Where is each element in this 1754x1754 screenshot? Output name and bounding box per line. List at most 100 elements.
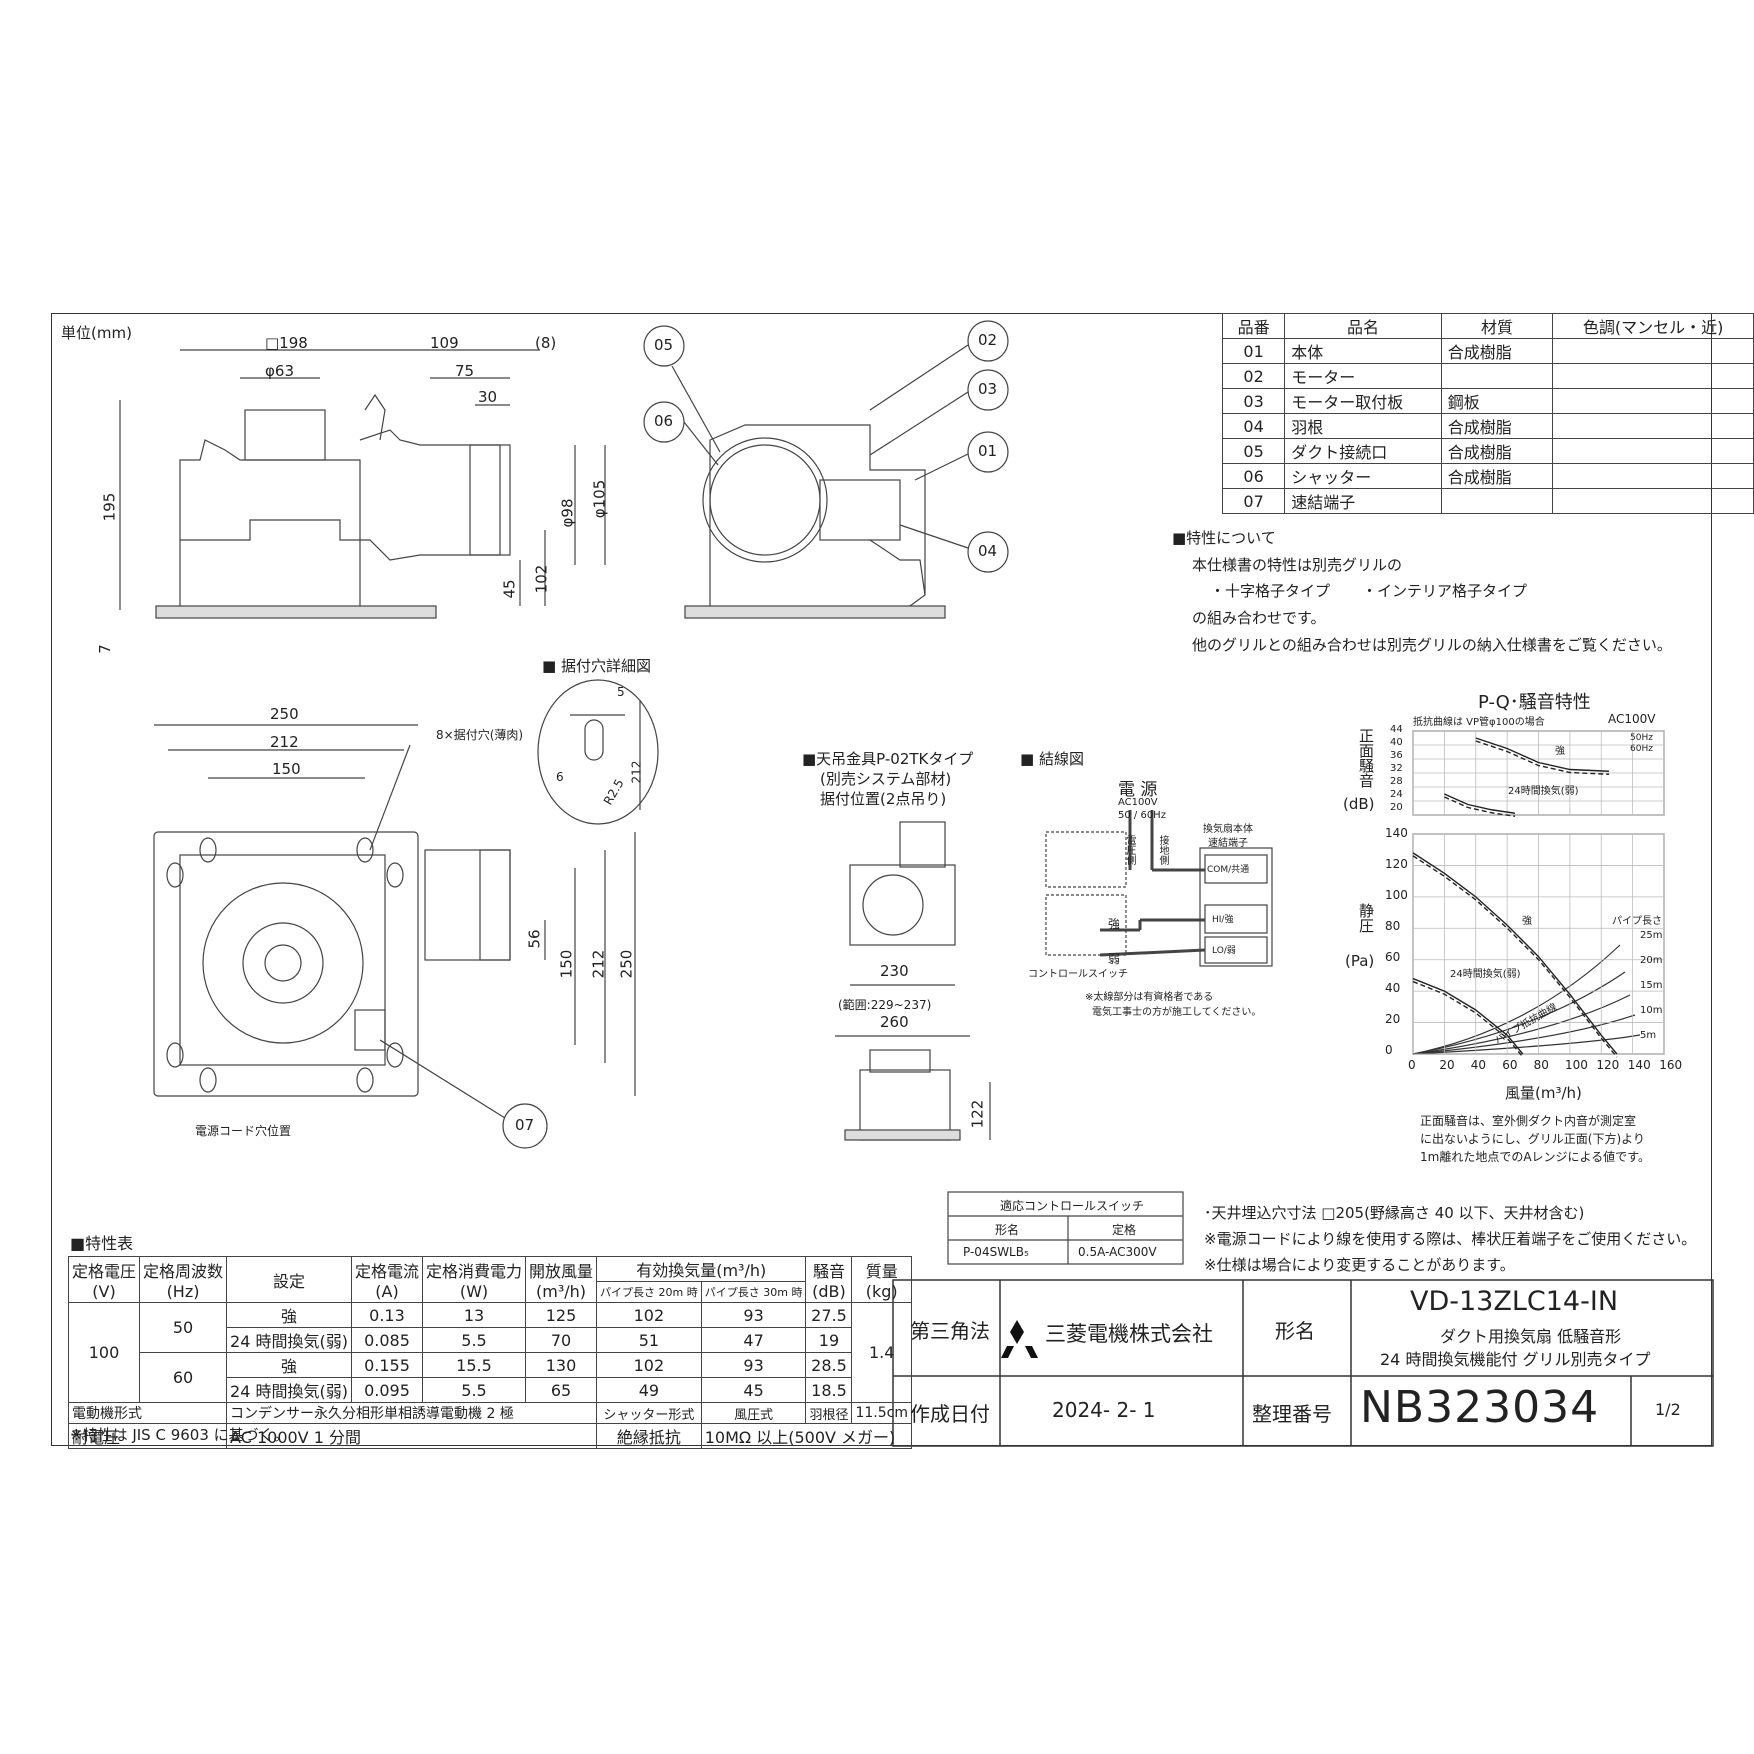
- notes-l2b: ・インテリア格子タイプ: [1362, 582, 1528, 600]
- dim-102: 102: [532, 564, 551, 594]
- tb-company: 三菱電機株式会社: [1045, 1322, 1213, 1346]
- sp-tick: 0: [1385, 1043, 1393, 1057]
- spec-voltage: 100: [67, 1302, 141, 1403]
- spec-cell: 24 時間換気(弱): [226, 1377, 352, 1403]
- tb-date-label: 作成日付: [910, 1402, 990, 1426]
- x-tick: 100: [1565, 1058, 1588, 1072]
- notes-l1: 本仕様書の特性は別売グリルの: [1192, 556, 1403, 574]
- noise-tick: 28: [1390, 776, 1403, 787]
- switch-model: P-04SWLB₅: [963, 1245, 1029, 1259]
- spec-cell: 19: [805, 1327, 853, 1353]
- pq-noise-strong: 強: [1555, 746, 1565, 757]
- plan-dim-56: 56: [525, 929, 544, 949]
- dim-198: □198: [265, 334, 308, 352]
- noise-tick: 40: [1390, 737, 1403, 748]
- callout-01: 01: [978, 442, 998, 460]
- spec-h-eff: 有効換気量(m³/h): [596, 1256, 807, 1282]
- pq-noise-label: 正面騒音: [1357, 728, 1375, 788]
- spec-cell: 15.5: [421, 1352, 527, 1378]
- wiring-lo: LO/弱: [1212, 946, 1236, 956]
- mount-dim-5: 5: [617, 685, 625, 699]
- wiring-ground-side: 接地側: [1157, 835, 1168, 865]
- parts-cell: [1552, 338, 1754, 364]
- mount-dim-212: 212: [629, 760, 644, 784]
- pq-sp-label: 静圧: [1357, 903, 1375, 933]
- sp-tick: 80: [1385, 919, 1401, 933]
- pipe-len-label: 5m: [1640, 1030, 1657, 1041]
- hanger-range: (範囲:229~237): [838, 998, 932, 1012]
- pq-note3: 1m離れた地点でのAレンジによる値です。: [1420, 1150, 1650, 1164]
- pipe-len-label: 10m: [1640, 1005, 1663, 1016]
- spec-shutter-value: 風圧式: [700, 1402, 807, 1424]
- pq-ac: AC100V: [1608, 712, 1656, 726]
- callout-07: 07: [515, 1116, 535, 1134]
- dim-phi98: φ98: [558, 498, 577, 528]
- wiring-com: COM/共通: [1207, 865, 1250, 875]
- install-note-2: ※仕様は場合により変更することがあります。: [1204, 1256, 1515, 1274]
- unit-label: 単位(mm): [61, 324, 132, 342]
- pq-legend-50: 50Hz: [1630, 733, 1653, 743]
- pq-note1: 正面騒音は、室外側ダクト内音が測定室: [1420, 1114, 1637, 1128]
- spec-h-setting: 設定: [226, 1256, 352, 1303]
- dim-195: 195: [100, 492, 119, 522]
- callout-03: 03: [978, 380, 998, 398]
- parts-cell: [1552, 413, 1754, 439]
- mount-detail-title: ■ 据付穴詳細図: [542, 657, 651, 675]
- x-tick: 120: [1596, 1058, 1620, 1072]
- spec-table: 定格電圧(V) 定格周波数(Hz) 設定 定格電流(A) 定格消費電力(W) 開…: [67, 1256, 912, 1449]
- noise-tick: 32: [1390, 763, 1403, 774]
- parts-cell: 03: [1221, 388, 1286, 414]
- hanger-dim-230: 230: [880, 962, 909, 980]
- spec-h-current: 定格電流(A): [350, 1256, 423, 1303]
- parts-cell: 本体: [1284, 338, 1442, 364]
- parts-cell: [1552, 438, 1754, 464]
- hanger-sub2: 据付位置(2点吊り): [820, 790, 947, 808]
- spec-cell: 65: [524, 1377, 598, 1403]
- dim-7: 7: [95, 644, 114, 654]
- spec-cell: 47: [700, 1327, 807, 1353]
- wiring-title: ■ 結線図: [1020, 750, 1084, 768]
- plan-dim-212v: 212: [589, 949, 608, 979]
- mount-dim-6: 6: [556, 770, 564, 784]
- parts-cell: 04: [1221, 413, 1286, 439]
- tb-desc1: ダクト用換気扇 低騒音形: [1440, 1327, 1622, 1346]
- parts-cell: 01: [1221, 338, 1286, 364]
- pq-xlabel: 風量(m³/h): [1505, 1084, 1582, 1102]
- callout-04: 04: [978, 542, 998, 560]
- x-tick: 60: [1502, 1058, 1518, 1072]
- spec-insul-value: 10MΩ 以上(500V メガー): [700, 1423, 912, 1449]
- spec-h-noise: 騒音(dB): [805, 1256, 853, 1303]
- spec-cell: 125: [524, 1302, 598, 1328]
- x-tick: 20: [1439, 1058, 1455, 1072]
- dim-109: 109: [430, 334, 459, 352]
- parts-cell: 07: [1221, 488, 1286, 514]
- spec-shutter-label: シャッター形式: [596, 1402, 702, 1424]
- hanger-sub1: (別売システム部材): [820, 770, 952, 788]
- spec-h-eff20: パイプ長さ 20m 時: [596, 1281, 702, 1303]
- pipe-len-label: 20m: [1640, 955, 1663, 966]
- pipe-len-label: 25m: [1640, 930, 1663, 941]
- pipe-len-label: 15m: [1640, 980, 1663, 991]
- dim-75: 75: [455, 362, 475, 380]
- spec-h-voltage: 定格電圧(V): [67, 1256, 141, 1303]
- dim-45: 45: [500, 579, 519, 599]
- notes-head: ■特性について: [1172, 529, 1276, 547]
- parts-cell: 合成樹脂: [1440, 438, 1554, 464]
- tb-ref-label: 整理番号: [1252, 1402, 1332, 1426]
- plan-dim-212: 212: [270, 733, 299, 751]
- sp-tick: 100: [1385, 888, 1408, 902]
- parts-cell: [1440, 363, 1554, 389]
- dim-8: (8): [535, 334, 557, 352]
- x-tick: 40: [1470, 1058, 1487, 1072]
- parts-cell: モーター: [1284, 363, 1442, 389]
- x-tick: 140: [1627, 1058, 1651, 1072]
- plan-dim-250v: 250: [617, 949, 636, 979]
- pq-resist-note: 抵抗曲線は VP管φ100の場合: [1413, 717, 1545, 728]
- pq-sp-strong: 強: [1522, 916, 1532, 927]
- tb-page: 1/2: [1655, 1400, 1681, 1419]
- spec-f60: 60: [139, 1352, 228, 1403]
- spec-mass: 1.4: [851, 1302, 912, 1403]
- switch-title: 適応コントロールスイッチ: [1000, 1199, 1145, 1213]
